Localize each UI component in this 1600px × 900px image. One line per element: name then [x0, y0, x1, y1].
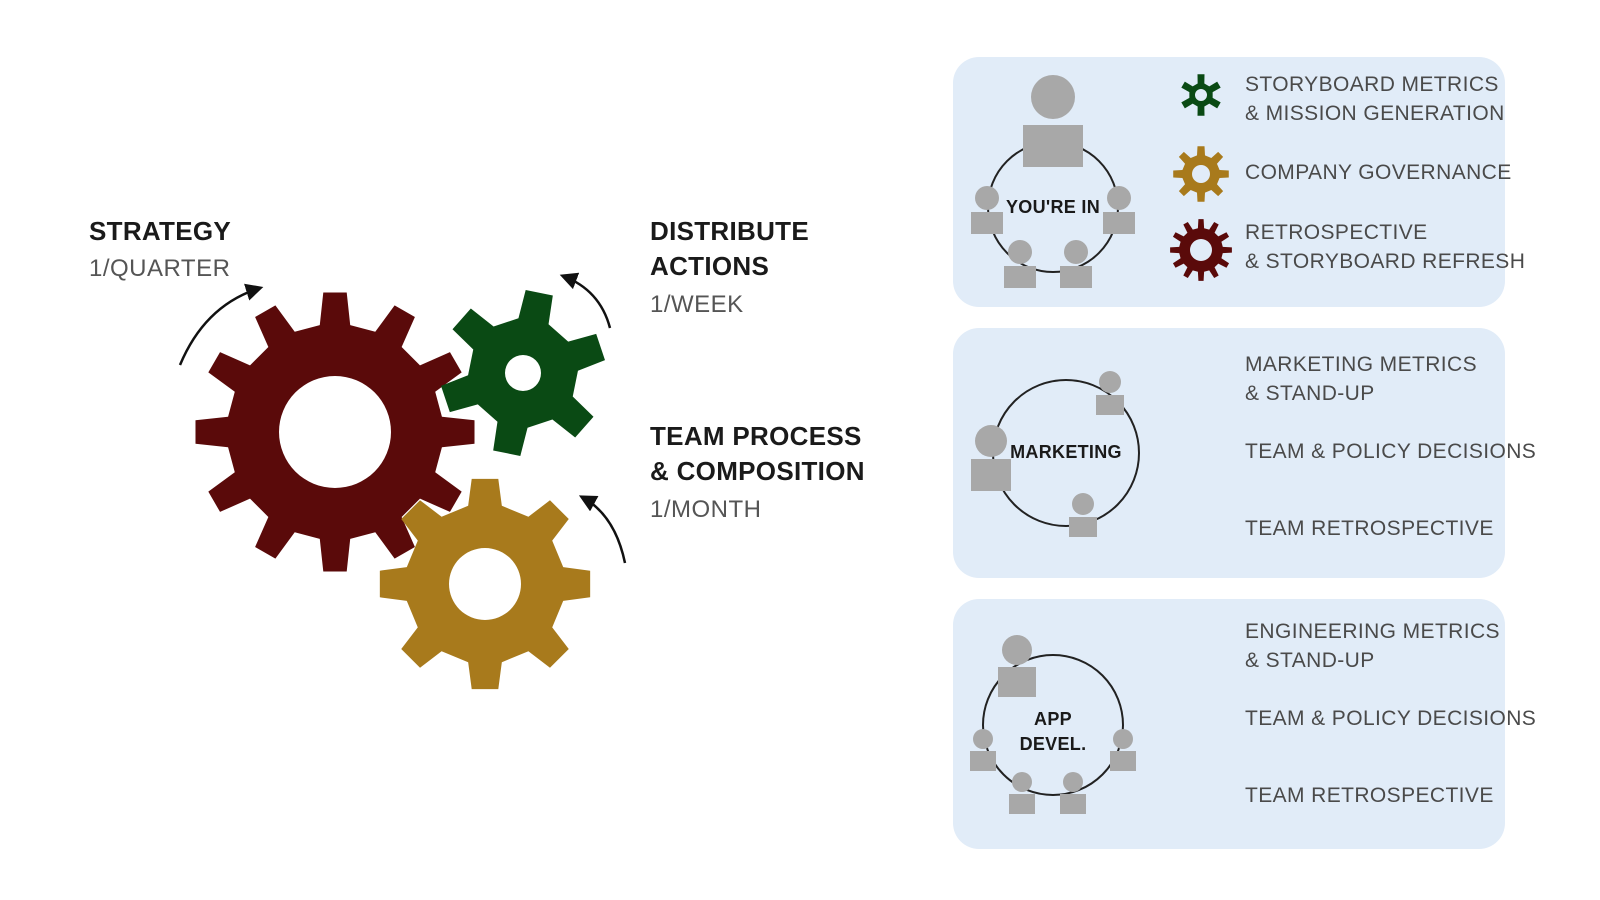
team-process-title: TEAM PROCESS & COMPOSITION	[650, 421, 865, 486]
person-icon	[1096, 371, 1124, 415]
gold-gear-icon	[1173, 146, 1229, 202]
rotation-arrow-team	[578, 495, 627, 564]
distribute-actions-frequency: 1/WEEK	[650, 291, 744, 318]
panel-title: MARKETING	[1010, 442, 1122, 462]
distribute-actions-gear-icon	[441, 290, 605, 456]
panel-title: YOU'RE IN	[1006, 197, 1100, 217]
person-icon	[1060, 772, 1086, 814]
person-icon	[1023, 75, 1083, 167]
item-retrospective-refresh: RETROSPECTIVE& STORYBOARD REFRESH	[1245, 221, 1526, 273]
strategy-gear-icon	[195, 292, 475, 572]
rotation-arrow-distribute	[559, 272, 612, 329]
item-team-policy-decisions: TEAM & POLICY DECISIONS	[1245, 440, 1537, 463]
item-team-policy-decisions: TEAM & POLICY DECISIONS	[1245, 707, 1537, 730]
person-icon	[1103, 186, 1135, 234]
strategy-title: STRATEGY	[89, 216, 232, 246]
person-icon	[1004, 240, 1036, 288]
item-team-retrospective: TEAM RETROSPECTIVE	[1245, 784, 1494, 807]
panel-marketing: MARKETING	[953, 328, 1505, 578]
item-engineering-metrics: ENGINEERING METRICS& STAND-UP	[1245, 620, 1500, 672]
person-icon	[971, 425, 1011, 491]
team-process-gear-icon	[379, 478, 591, 690]
person-icon	[1009, 772, 1035, 814]
team-circle-marketing	[971, 371, 1140, 537]
item-storyboard-metrics: STORYBOARD METRICS& MISSION GENERATION	[1245, 73, 1505, 125]
rotation-arrow-strategy	[178, 283, 264, 366]
person-icon	[970, 729, 996, 771]
panel-youre-in: YOU'RE IN	[953, 57, 1505, 307]
maroon-gear-icon	[1170, 219, 1232, 281]
strategy-frequency: 1/QUARTER	[89, 255, 231, 282]
person-icon	[1069, 493, 1097, 537]
item-team-retrospective: TEAM RETROSPECTIVE	[1245, 517, 1494, 540]
team-circle-app-devel	[970, 635, 1136, 814]
green-gear-icon	[1181, 74, 1221, 116]
person-icon	[1110, 729, 1136, 771]
person-icon	[1060, 240, 1092, 288]
team-process-frequency: 1/MONTH	[650, 496, 762, 523]
team-circle-youre-in	[971, 75, 1135, 288]
distribute-actions-title: DISTRIBUTE ACTIONS	[650, 216, 809, 281]
person-icon	[971, 186, 1003, 234]
item-marketing-metrics: MARKETING METRICS& STAND-UP	[1245, 353, 1477, 405]
panel-title: APP DEVEL.	[1019, 709, 1087, 754]
item-company-governance: COMPANY GOVERNANCE	[1245, 161, 1512, 184]
panel-app-devel: APP DEVEL.	[953, 599, 1505, 849]
person-icon	[998, 635, 1036, 697]
